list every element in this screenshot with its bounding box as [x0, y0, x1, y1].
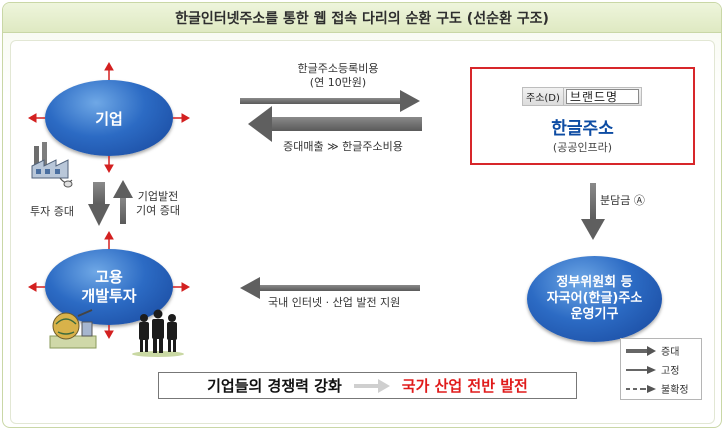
company-label: 기업 — [95, 109, 123, 128]
gov-label-line3: 운영기구 — [570, 307, 619, 322]
invest-increase-label: 투자 증대 — [30, 205, 74, 218]
legend-uncertain-label: 불확정 — [661, 385, 689, 396]
hangul-address-subtitle: (공공인프라) — [552, 141, 613, 154]
legend-uncertain-arrow-icon — [626, 384, 656, 393]
address-bar-label: 주소(D) — [523, 88, 564, 105]
legend-item-fixed: 고정 — [625, 362, 679, 377]
employment-label-line1: 고용 — [95, 268, 123, 286]
research-globe-icon — [49, 309, 97, 349]
conclusion-arrow-icon — [353, 378, 390, 393]
registration-fee-line1: 한글주소등록비용 — [297, 62, 379, 75]
diagram-title: 한글인터넷주소를 통한 웹 접속 다리의 순환 구도 (선순환 구조) — [3, 3, 721, 33]
registration-fee-label: 한글주소등록비용 (연 10만원) — [278, 62, 398, 90]
factory-icon — [31, 142, 73, 188]
company-node: 기업 — [45, 80, 173, 156]
hangul-address-title: 한글주소 — [551, 119, 614, 139]
legend-fixed-label: 고정 — [661, 366, 680, 377]
address-input: 브랜드명 — [565, 89, 639, 104]
legend: 증대 고정 불확정 — [620, 338, 702, 400]
government-node: 정부위원회 등 자국어(한글)주소 운영기구 — [527, 256, 662, 342]
burden-text: 분담금 — [600, 194, 631, 207]
legend-item-increase: 증대 — [625, 343, 679, 358]
registration-fee-line2: (연 10만원) — [309, 76, 367, 89]
contribution-line1: 기업발전 — [137, 190, 179, 203]
legend-fixed-arrow-icon — [626, 365, 656, 374]
burden-mark: Ⓐ — [633, 194, 645, 207]
people-icon — [132, 309, 184, 357]
burden-label: 분담금 Ⓐ — [600, 194, 645, 208]
employment-node: 고용 개발투자 — [45, 249, 173, 325]
conclusion-box: 기업들의 경쟁력 강화 국가 산업 전반 발전 — [158, 372, 577, 399]
legend-increase-arrow-icon — [626, 345, 656, 356]
employment-label-line2: 개발투자 — [81, 287, 137, 305]
sales-increase-label: 증대매출 ≫ 한글주소비용 — [283, 140, 403, 153]
contribution-line2: 기여 증대 — [136, 204, 180, 217]
legend-increase-label: 증대 — [661, 347, 680, 358]
conclusion-left: 기업들의 경쟁력 강화 — [207, 377, 342, 395]
gov-label-line2: 자국어(한글)주소 — [546, 291, 643, 306]
legend-item-uncertain: 불확정 — [625, 381, 689, 396]
conclusion-right: 국가 산업 전반 발전 — [401, 377, 528, 395]
gov-label-line1: 정부위원회 등 — [556, 275, 633, 290]
contribution-label: 기업발전 기여 증대 — [136, 190, 180, 218]
address-bar: 주소(D) 브랜드명 — [522, 87, 642, 106]
hangul-address-box: 주소(D) 브랜드명 한글주소 (공공인프라) — [470, 67, 695, 165]
domestic-support-label: 국내 인터넷 · 산업 발전 지원 — [268, 296, 401, 309]
